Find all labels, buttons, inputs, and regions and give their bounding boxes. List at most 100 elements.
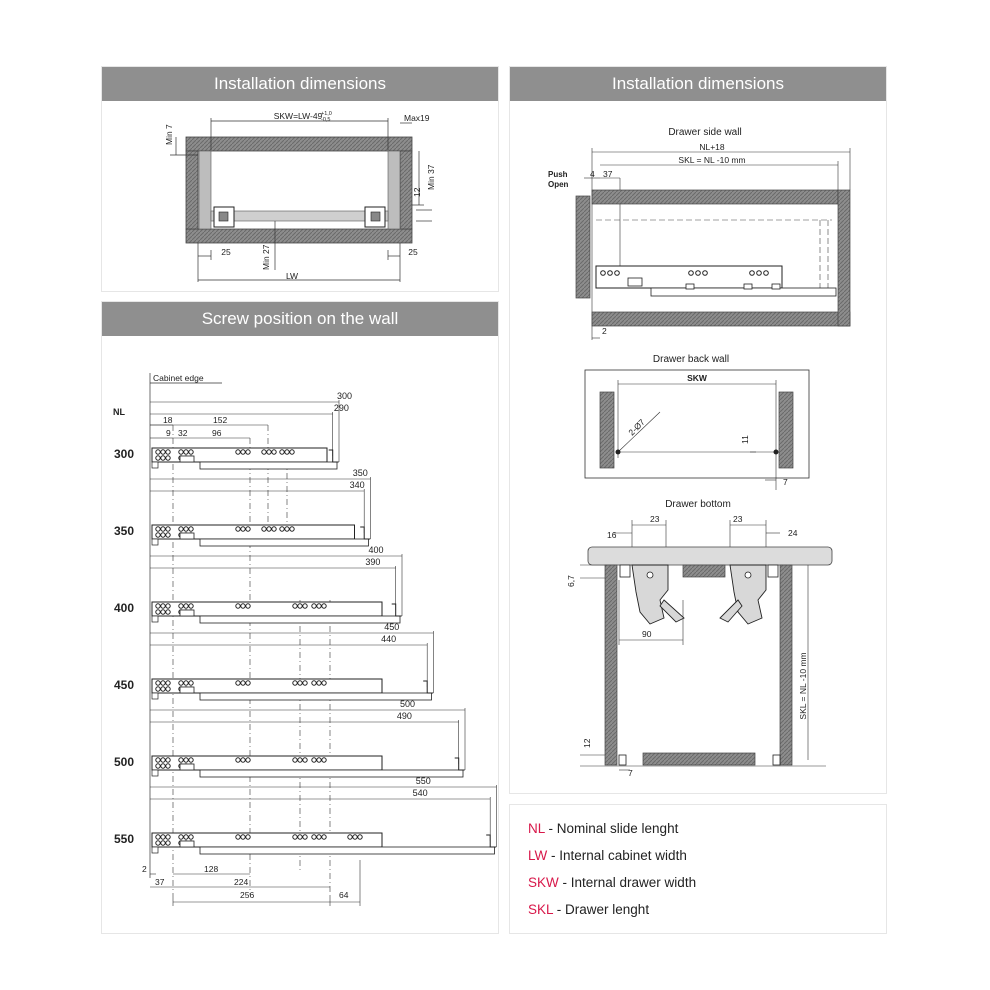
back-wall-drawing: Drawer back wall SKW 2-Ø7 11 7 — [584, 354, 810, 490]
min7-label: Min 7 — [164, 124, 174, 145]
skl-vertical-label: SKL = NL -10 mm — [798, 652, 808, 719]
screw-hole — [160, 757, 166, 763]
screw-hole — [292, 757, 298, 763]
screw-hole — [160, 763, 166, 769]
dim37-label: 37 — [603, 169, 613, 179]
dim11-label: 11 — [740, 435, 750, 444]
panel-header-screw: Screw position on the wall — [102, 302, 498, 336]
screw-hole — [311, 680, 317, 686]
bottom-title: Drawer bottom — [665, 499, 731, 510]
screw-hole — [155, 609, 161, 615]
screw-hole — [297, 603, 303, 609]
legend-text-lw: - Internal cabinet width — [547, 848, 687, 863]
screw-hole — [165, 603, 171, 609]
screw-hole — [165, 840, 171, 846]
screw-hole — [178, 834, 184, 840]
skw-label: SKW — [687, 373, 708, 383]
screw-hole — [316, 680, 322, 686]
screw-hole — [188, 757, 194, 763]
screw-hole — [279, 526, 285, 532]
screw-hole — [188, 449, 194, 455]
screw-hole — [235, 834, 241, 840]
drawer-front-panel — [575, 195, 591, 299]
legend: NL - Nominal slide lenght LW - Internal … — [528, 815, 696, 923]
screw-hole — [165, 609, 171, 615]
screw-hole — [271, 449, 277, 455]
screw-hole — [245, 526, 251, 532]
slide-end-bracket — [486, 834, 497, 848]
screw-hole — [311, 834, 317, 840]
screw-hole — [292, 603, 298, 609]
dim-224: 224 — [234, 877, 248, 887]
screw-hole — [165, 449, 171, 455]
row-outer-label: 400 — [368, 545, 383, 555]
screw-hole — [240, 603, 246, 609]
cabinet-back — [837, 189, 851, 327]
slide-end-stop — [151, 615, 159, 623]
dim23a-label: 23 — [650, 514, 660, 524]
screw-hole — [357, 834, 363, 840]
screw-hole — [165, 757, 171, 763]
dim25-left-label: 25 — [221, 247, 231, 257]
cabinet-top — [591, 189, 839, 205]
screw-hole — [311, 603, 317, 609]
screw-hole — [160, 680, 166, 686]
screw-hole — [302, 680, 308, 686]
screw-hole — [235, 680, 241, 686]
screw-hole — [155, 834, 161, 840]
screw-hole — [188, 834, 194, 840]
dim24-label: 24 — [788, 528, 798, 538]
bottom-back-strip — [642, 752, 756, 766]
slide-rail — [199, 769, 464, 778]
screw-hole — [155, 686, 161, 692]
locking-clips — [631, 564, 767, 625]
slide-latch — [179, 609, 195, 617]
screw-hole — [302, 603, 308, 609]
screw-hole — [165, 686, 171, 692]
dim-128: 128 — [204, 864, 218, 874]
screw-hole — [183, 603, 189, 609]
screw-hole — [160, 449, 166, 455]
screw-hole — [160, 686, 166, 692]
drawer-left-side — [198, 150, 212, 230]
screw-hole — [240, 680, 246, 686]
screw-hole — [160, 526, 166, 532]
screw-hole — [235, 526, 241, 532]
slide-end-stop — [151, 538, 159, 546]
back-wall-left-side — [599, 391, 615, 469]
dim-37: 37 — [155, 877, 165, 887]
side-wall-drawing: Drawer side wall NL+18 SKL = NL -10 mm P… — [548, 127, 851, 340]
screw-hole — [245, 757, 251, 763]
screw-hole — [297, 680, 303, 686]
push-label: Push — [548, 170, 568, 179]
legend-abbr-nl: NL — [528, 821, 545, 836]
row-nl-label: 350 — [114, 524, 134, 538]
screw-hole — [352, 834, 358, 840]
screw-hole — [155, 757, 161, 763]
screw-hole — [178, 603, 184, 609]
screw-hole — [271, 526, 277, 532]
screw-hole — [279, 449, 285, 455]
lw-label: LW — [286, 271, 298, 281]
legend-item-skw: SKW - Internal drawer width — [528, 869, 696, 896]
screw-hole — [160, 455, 166, 461]
screw-hole — [155, 455, 161, 461]
dim-64: 64 — [339, 890, 349, 900]
panel-header-install-left: Installation dimensions — [102, 67, 498, 101]
bottom-right-wall — [779, 564, 793, 766]
dim-32: 32 — [178, 428, 188, 438]
screw-hole — [155, 532, 161, 538]
slide-end-stop — [151, 769, 159, 777]
screw-hole — [289, 526, 295, 532]
screw-hole — [165, 834, 171, 840]
screw-hole — [188, 526, 194, 532]
dim16-label: 16 — [607, 530, 617, 540]
screw-hole — [302, 757, 308, 763]
screw-hole — [316, 603, 322, 609]
screw-hole — [245, 834, 251, 840]
row-inner-label: 540 — [413, 788, 428, 798]
row-inner-label: 440 — [381, 634, 396, 644]
dim-2: 2 — [142, 864, 147, 874]
screw-hole — [321, 757, 327, 763]
panel-header-install-right: Installation dimensions — [510, 67, 886, 101]
